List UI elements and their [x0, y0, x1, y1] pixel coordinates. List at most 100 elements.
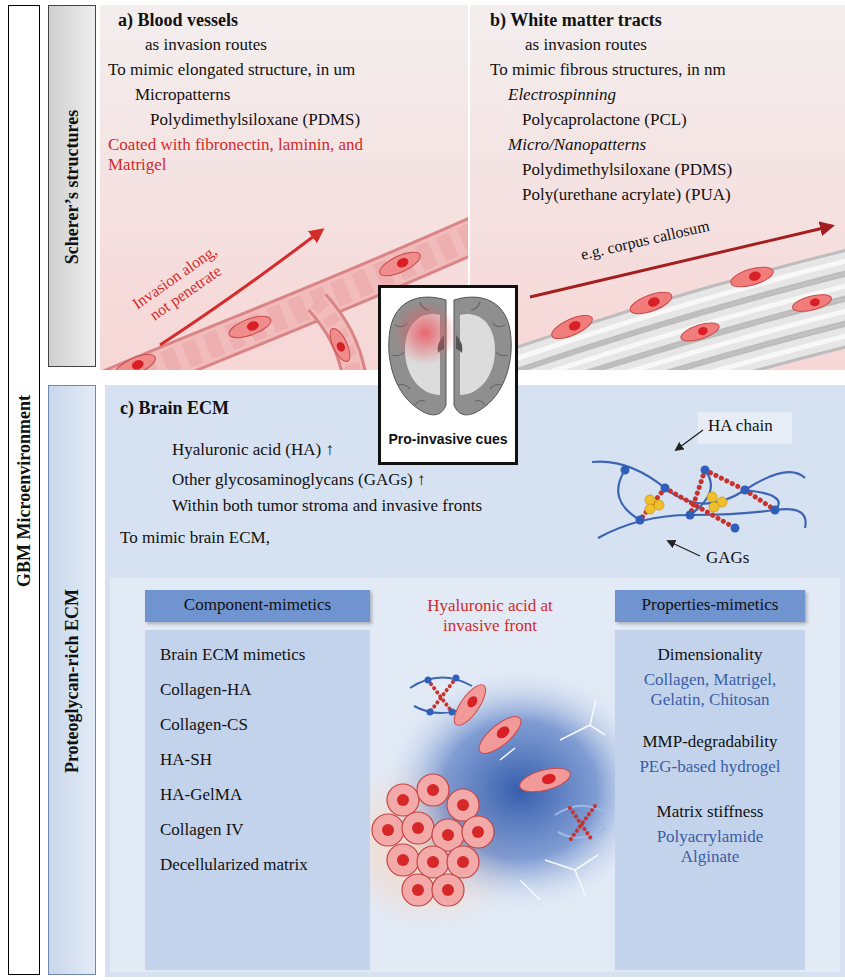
tumor-illustration: [457, 856, 469, 868]
ha-network: [661, 484, 670, 493]
label-text: HA-GelMA: [160, 785, 242, 805]
white-matter-tract: [647, 296, 661, 309]
white-matter-tract: [809, 297, 821, 307]
tumor-illustration: [500, 748, 515, 760]
label-text: HA-SH: [160, 750, 212, 770]
blood-vessel: [377, 247, 424, 280]
tumor-illustration: [425, 677, 432, 684]
label-text: Electrospinning: [508, 85, 616, 105]
panel-background: [110, 578, 840, 972]
ha-network: [690, 470, 705, 515]
label-text: To mimic fibrous structures, in nm: [490, 60, 726, 80]
white-matter-tract: [628, 288, 675, 318]
heading-text: GBM Microenvironment: [14, 395, 36, 587]
tumor-illustration: [387, 844, 419, 876]
ha-network: [709, 502, 719, 512]
label-text: Invasion along, not penetrate: [123, 237, 237, 333]
blood-vessel: [317, 302, 356, 370]
tumor-illustration: [425, 675, 460, 716]
label-text: Micropatterns: [135, 85, 230, 105]
label-text: Coated with fibronectin, laminin, and Ma…: [108, 135, 408, 176]
panel: a) Blood vesselsas invasion routesTo mim…: [100, 5, 468, 370]
blood-vessel: [335, 341, 346, 353]
tumor-illustration: [517, 764, 572, 797]
section-band: GBM Microenvironment: [8, 5, 40, 975]
white-matter-tract: [748, 270, 762, 282]
tumor-illustration: [335, 665, 660, 930]
blood-vessel: [130, 358, 145, 370]
label-text: HA chain: [708, 416, 773, 436]
tumor-illustration: [570, 806, 595, 840]
tumor-illustration: [427, 856, 439, 868]
tumor-illustration: [520, 880, 540, 900]
label-text: To mimic brain ECM,: [120, 528, 270, 548]
tumor-illustration: [462, 816, 494, 848]
tumor-illustration: [397, 854, 409, 866]
tumor-illustration: [432, 874, 464, 906]
ha-network: [621, 466, 780, 533]
ha-network: [640, 488, 665, 520]
ha-network: [668, 541, 700, 556]
section-band: Scherer’s structures: [48, 5, 96, 367]
ha-network: [741, 486, 750, 495]
tumor-illustration: [442, 829, 454, 841]
tumor-illustration: [465, 694, 479, 709]
label-text: Hyaluronic acid at invasive front: [410, 596, 570, 637]
white-matter-tract: [791, 291, 833, 314]
tumor-illustration: [402, 874, 434, 906]
heading-text: Proteoglycan-rich ECM: [62, 589, 84, 773]
label-text: PEG-based hydrogel: [615, 757, 805, 777]
header-box: Properties-mimetics: [615, 590, 805, 622]
white-matter-tract: [697, 326, 709, 337]
white-matter-tract: [470, 226, 845, 370]
ha-network: [640, 470, 775, 528]
blood-vessel: [317, 302, 356, 370]
section-band: Proteoglycan-rich ECM: [48, 385, 96, 975]
ha-network: [636, 516, 645, 525]
label-text: Collagen-HA: [160, 680, 252, 700]
tumor-illustration: [575, 870, 585, 895]
heading-text: b) White matter tracts: [490, 10, 662, 32]
white-matter-tract: [679, 319, 721, 345]
ha-network: [654, 500, 664, 510]
tumor-illustration: [447, 846, 479, 878]
tumor-illustration: [428, 678, 595, 840]
ha-network: [665, 488, 735, 528]
label-text: Collagen-CS: [160, 715, 248, 735]
label-text: Hyaluronic acid (HA) ↑: [172, 440, 334, 460]
ha-network: [645, 492, 727, 514]
panel-background: [100, 5, 845, 977]
tumor-illustration: [442, 884, 454, 896]
tumor-illustration: [590, 700, 596, 725]
blood-vessel: [326, 326, 354, 365]
ha-network: [698, 412, 792, 444]
heading-text: a) Blood vessels: [118, 10, 238, 32]
tumor-illustration: [474, 711, 527, 760]
heading-text: Pro-invasive cues: [381, 431, 515, 448]
blood-vessel: [326, 326, 354, 365]
tumor-illustration: [402, 812, 434, 844]
label-text: Polydimethylsiloxane (PDMS): [150, 110, 360, 130]
blood-vessel: [227, 312, 274, 342]
tumor-illustration: [474, 711, 527, 760]
ha-network: [771, 506, 780, 515]
brain-figure: [398, 385, 410, 390]
tumor-illustration: [417, 846, 449, 878]
tumor-illustration: [430, 678, 456, 712]
ha-network: [618, 470, 640, 520]
white-matter-tract: [549, 311, 596, 344]
white-matter-tract: [729, 263, 776, 291]
blood-vessel: [112, 350, 159, 370]
panel-background: [105, 385, 845, 977]
tumor-illustration: [372, 814, 404, 846]
label-text: Polyacrylamide Alginate: [650, 827, 770, 868]
tumor-illustration: [472, 826, 484, 838]
brain-figure: [490, 385, 502, 390]
tumor-illustration: [397, 794, 409, 806]
white-matter-tract: [628, 288, 675, 318]
tumor-illustration: [417, 774, 449, 806]
tumor-illustration: [412, 884, 424, 896]
list-box: DimensionalityCollagen, Matrigel, Gelati…: [615, 630, 805, 970]
ha-network: [745, 490, 775, 510]
